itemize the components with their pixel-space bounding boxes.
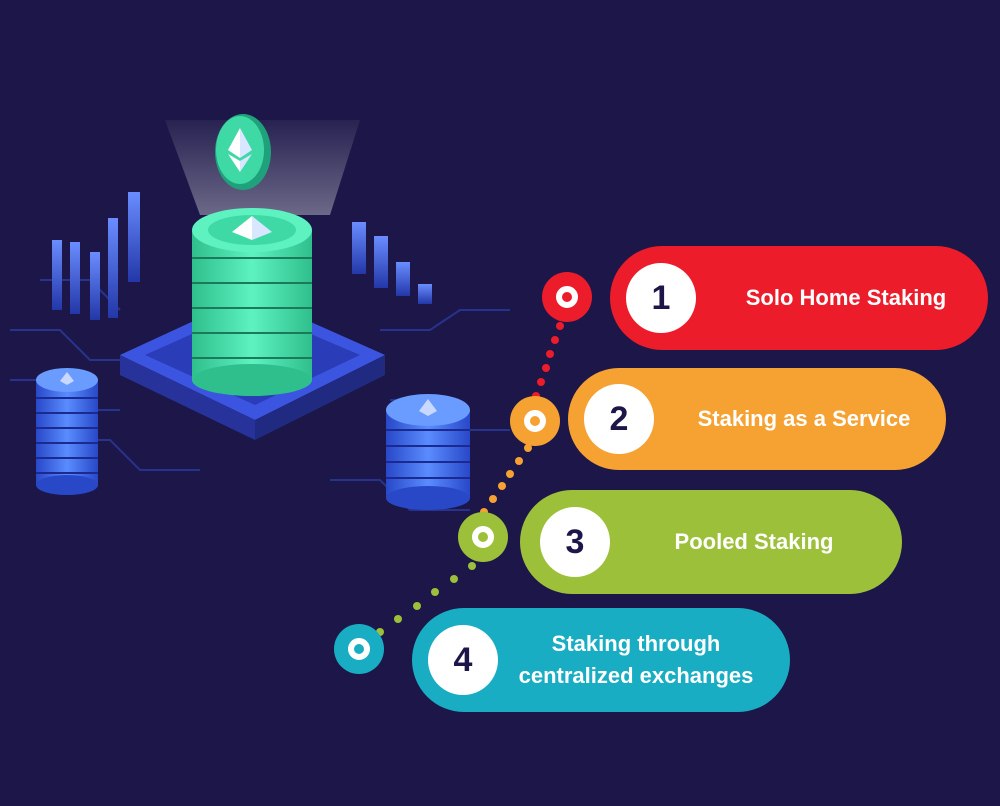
step-1-card: 1 Solo Home Staking xyxy=(610,246,988,350)
connector-dot xyxy=(376,628,384,636)
step-3-card: 3 Pooled Staking xyxy=(520,490,902,594)
step-4-number: 4 xyxy=(428,625,498,695)
step-3-number: 3 xyxy=(540,507,610,577)
step-1-marker xyxy=(542,272,592,322)
step-2-marker xyxy=(510,396,560,446)
step-1-number: 1 xyxy=(626,263,696,333)
step-2-card: 2 Staking as a Service xyxy=(568,368,946,470)
connector-dot xyxy=(515,456,524,465)
connector-dot xyxy=(468,562,476,570)
connector-dot xyxy=(541,364,550,372)
step-4-marker xyxy=(334,624,384,674)
step-4-card: 4 Staking through centralized exchanges xyxy=(412,608,790,712)
ethereum-coin-stack-main-icon xyxy=(192,208,312,396)
ethereum-floating-coin-icon xyxy=(215,114,271,190)
connector-dot xyxy=(506,469,515,478)
connector-dot xyxy=(394,614,403,623)
step-2-label: Staking as a Service xyxy=(697,406,911,432)
connector-dot xyxy=(524,444,532,452)
connector-dot xyxy=(536,378,545,386)
step-1-label: Solo Home Staking xyxy=(745,285,947,311)
connector-dot xyxy=(497,482,506,491)
bar-chart-left-icon xyxy=(52,192,140,320)
connector-dot xyxy=(551,336,560,344)
step-2-number: 2 xyxy=(584,384,654,454)
ethereum-coin-stack-right-icon xyxy=(386,394,470,510)
step-4-label: Staking through centralized exchanges xyxy=(518,631,754,688)
connector-dot xyxy=(431,588,440,597)
ethereum-staking-illustration-icon xyxy=(10,114,510,511)
connector-dot xyxy=(556,322,564,330)
step-3-marker xyxy=(458,512,508,562)
connector-dot xyxy=(412,601,421,610)
bar-chart-right-icon xyxy=(352,222,432,304)
connector-dot xyxy=(488,495,497,504)
ethereum-coin-stack-left-icon xyxy=(36,368,98,495)
connector-dot xyxy=(449,575,458,584)
connector-dot xyxy=(546,350,555,358)
step-3-label: Pooled Staking xyxy=(674,529,834,555)
